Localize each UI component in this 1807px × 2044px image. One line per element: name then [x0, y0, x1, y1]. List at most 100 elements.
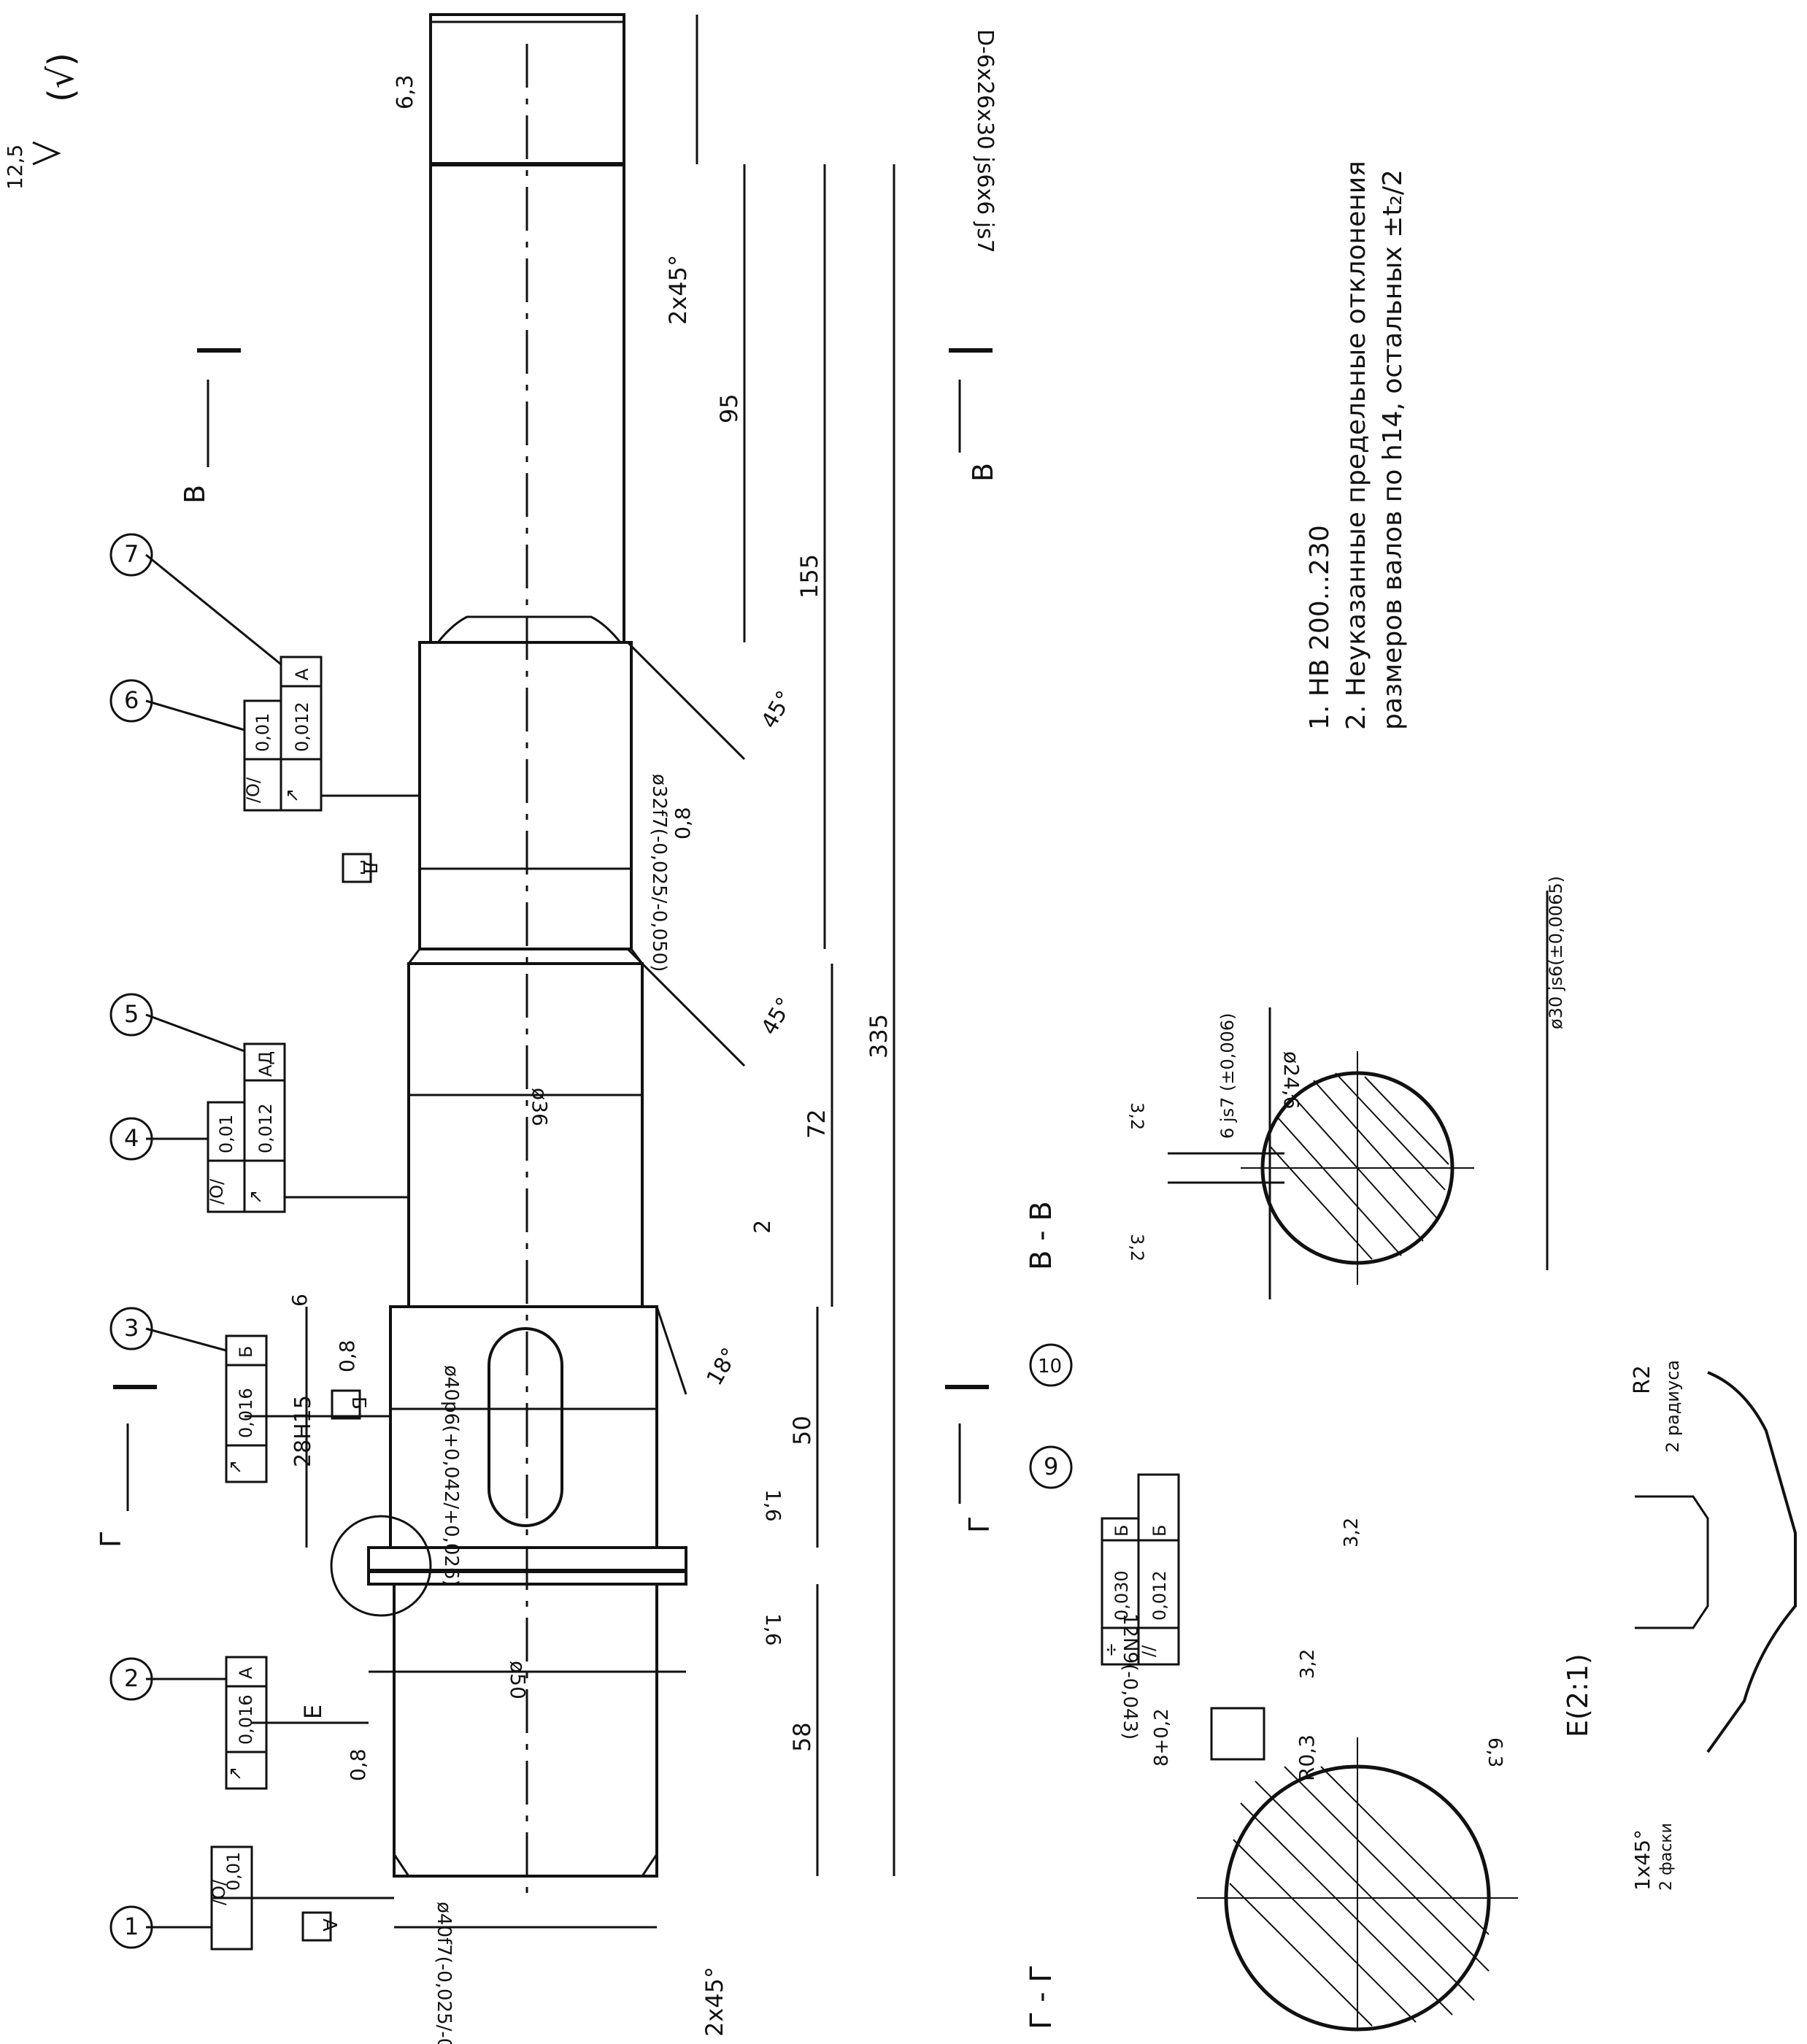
len-72-label: 72: [803, 1109, 831, 1139]
len-155-label: 155: [795, 554, 823, 599]
dia-32-label: ø32f7(-0,025/-0,050): [648, 774, 670, 972]
svg-text:/O/: /O/: [209, 1879, 229, 1905]
rough-08-a: 0,8: [671, 807, 695, 840]
len-50-label: 50: [788, 1415, 816, 1445]
tol-frame-9-10: ÷ 0,030 Б // 0,012 Б: [1101, 1473, 1180, 1666]
section-gg-key-width: 12N9(-0,043): [1119, 1613, 1141, 1740]
detail-view-chamfer-note: 2 фаски: [1657, 1823, 1676, 1891]
section-gg-radius: R0,3: [1295, 1734, 1319, 1781]
keyway: [488, 1327, 563, 1527]
svg-text:0,01: 0,01: [223, 1852, 244, 1891]
section-mark-v-top: В: [179, 485, 211, 504]
detail-view-title: E(2:1): [1562, 1653, 1594, 1737]
svg-text:2: 2: [124, 1664, 139, 1692]
section-markers: В В Г Г: [95, 348, 999, 1548]
roughness-general-value: 12,5: [3, 145, 27, 190]
note-line-2: 2. Неуказанные предельные отклонения: [1341, 161, 1371, 730]
section-gg-title: Г - Г: [1025, 1964, 1058, 2029]
balloon-9: 9: [1029, 1445, 1073, 1489]
angle-18-label: 18°: [702, 1343, 744, 1390]
chamfer-right-label: 2x45°: [664, 255, 692, 325]
roughness-general-symbol: 12,5 (√): [3, 53, 82, 190]
len-95-label: 95: [715, 393, 743, 423]
shaft-journal-32: [418, 641, 633, 950]
svg-text:0,016: 0,016: [236, 1388, 256, 1438]
len-335-label: 335: [865, 1014, 893, 1058]
svg-text:6: 6: [124, 686, 139, 714]
balloon-5: 5: [109, 993, 153, 1037]
dia-50-label: ø50: [506, 1661, 530, 1699]
leaders: [145, 553, 420, 1929]
section-gg-rough-c: 6,3: [1484, 1737, 1506, 1767]
svg-text:/O/: /O/: [243, 777, 263, 803]
balloon-3: 3: [109, 1307, 153, 1350]
note-line-1: 1. HB 200...230: [1305, 525, 1335, 730]
svg-text:↗: ↗: [225, 1460, 245, 1475]
rough-08-c: 0,8: [346, 1748, 370, 1781]
section-vv: В - В 6 js7 (±0,006) ø24,6 ø30 js6(±0,00…: [1025, 876, 1566, 1299]
svg-text:↗: ↗: [282, 788, 302, 803]
len-58-label: 58: [788, 1722, 816, 1752]
svg-text:АД: АД: [255, 1051, 276, 1077]
datum-b: Б: [347, 1396, 369, 1410]
detail-view-e: E(2:1) R2 2 радиуса 1x45° 2 фаски: [1562, 1360, 1797, 1891]
tol-frame-3: ↗ 0,016 Б: [225, 1334, 268, 1483]
svg-text:4: 4: [124, 1124, 139, 1152]
svg-text:3: 3: [124, 1314, 139, 1342]
section-vv-rough-a: 3,2: [1127, 1102, 1147, 1130]
len-6-label: 6: [288, 1294, 312, 1307]
section-vv-rough-b: 3,2: [1127, 1234, 1147, 1261]
rough-08-b: 0,8: [335, 1340, 359, 1372]
svg-text:0,030: 0,030: [1111, 1570, 1132, 1621]
technical-notes: 1. HB 200...230 2. Неуказанные предельны…: [1305, 161, 1408, 730]
dia-36-label: ø36: [528, 1088, 552, 1126]
svg-text:↗: ↗: [245, 1190, 266, 1204]
svg-text:/O/: /O/: [207, 1178, 227, 1204]
section-vv-spline-width: 6 js7 (±0,006): [1217, 1013, 1238, 1139]
tol-frame-6-7: /O/ 0,01 ↗ 0,012 A: [243, 656, 323, 812]
section-gg-rough-a: 3,2: [1297, 1649, 1319, 1679]
balloon-2: 2: [109, 1657, 153, 1701]
svg-text://: //: [1138, 1645, 1159, 1657]
svg-text:0,012: 0,012: [255, 1103, 276, 1153]
balloon-10: 10: [1029, 1343, 1073, 1387]
svg-text:7: 7: [124, 540, 139, 568]
len-2-label: 2: [750, 1220, 776, 1234]
note-line-3: размеров валов по h14, остальных ±t₂/2: [1378, 169, 1408, 730]
balloon-7: 7: [109, 533, 153, 577]
shaft-section-40p6: [389, 1305, 658, 1549]
rough-16-a: 1,6: [761, 1489, 785, 1522]
shaft-journal-40f7: [393, 1583, 658, 1878]
svg-text:0,01: 0,01: [216, 1115, 236, 1153]
svg-text:A: A: [292, 668, 312, 680]
svg-text:10: 10: [1038, 1356, 1062, 1378]
section-gg-rough-b: 3,2: [1341, 1518, 1363, 1548]
dimension-texts: D-6x26x30 js6x6 js7 6,3 2x45° 95 155 335…: [288, 29, 998, 2044]
section-mark-v-bottom: В: [967, 463, 999, 482]
dia-40f7-label: ø40f7(-0,025/-0,050): [433, 1902, 455, 2044]
detail-view-profile: [1706, 1371, 1797, 1753]
svg-text:1: 1: [124, 1913, 139, 1940]
tolerance-frames: /O/ 0,01 ↗ 0,016 A ↗ 0,016 Б /O/ 0,01: [207, 656, 323, 1951]
section-mark-g-top: Г: [95, 1531, 127, 1548]
section-vv-inner-dia: ø24,6: [1279, 1051, 1303, 1109]
detail-view-chamfer-label: 1x45°: [1630, 1829, 1654, 1891]
svg-text:0,016: 0,016: [236, 1694, 256, 1745]
section-gg: Г - Г 12N9(-0,043) 8+0,2 R0,3 3,2 3,2 6,…: [1025, 1473, 1518, 2032]
svg-text:Б: Б: [236, 1346, 256, 1358]
svg-text:↗: ↗: [225, 1767, 245, 1781]
angle-45-b-label: 45°: [757, 993, 798, 1040]
section-mark-g-bottom: Г: [963, 1516, 995, 1533]
detail-e-label: E: [299, 1705, 327, 1719]
svg-text:Б: Б: [1149, 1525, 1170, 1537]
section-vv-outer-dia: ø30 js6(±0,0065): [1546, 876, 1566, 1029]
shaft-section-36: [407, 962, 644, 1308]
detail-e-circle: [330, 1515, 432, 1617]
balloon-4: 4: [109, 1117, 153, 1161]
section-gg-keyway: [1210, 1707, 1265, 1761]
detail-view-radius-label: R2: [1630, 1365, 1655, 1394]
rough-16-b: 1,6: [761, 1613, 785, 1646]
svg-text:0,012: 0,012: [1149, 1570, 1170, 1621]
svg-text:9: 9: [1044, 1453, 1058, 1480]
shaft-view: [330, 13, 687, 1898]
